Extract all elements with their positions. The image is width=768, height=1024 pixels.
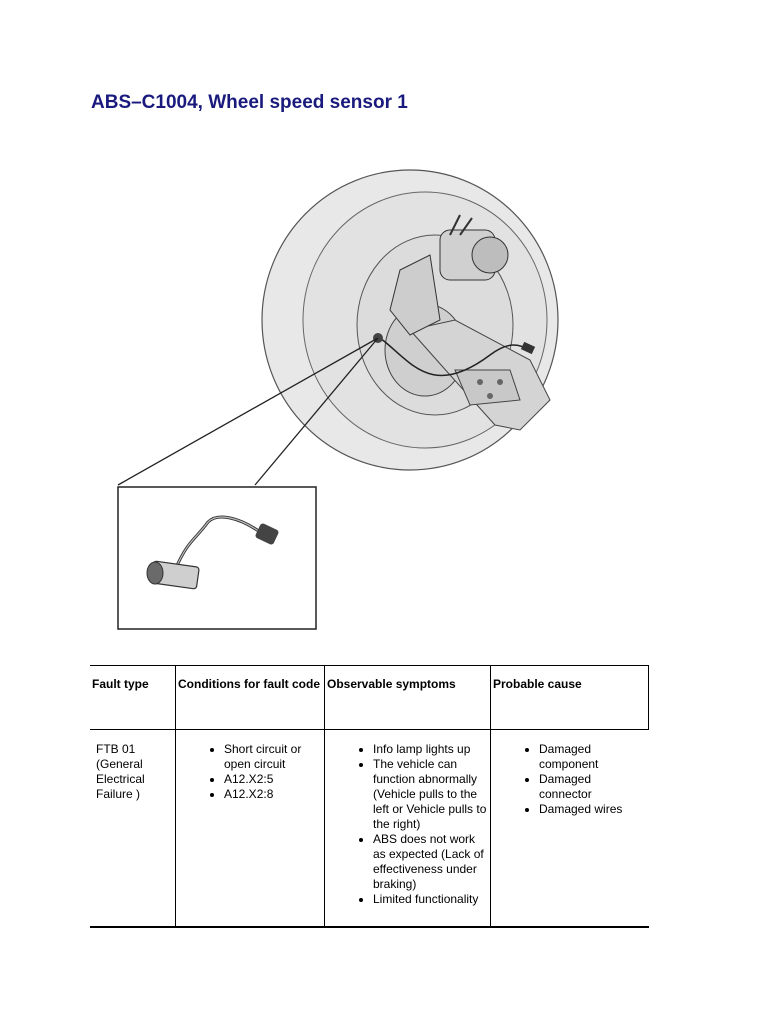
header-conditions: Conditions for fault code xyxy=(175,665,325,730)
leader-line xyxy=(254,337,379,486)
symptoms-list: Info lamp lights up The vehicle can func… xyxy=(327,742,488,907)
page-title: ABS–C1004, Wheel speed sensor 1 xyxy=(91,92,408,113)
list-item: Short circuit or open circuit xyxy=(224,742,322,772)
sensor-cable xyxy=(379,337,531,377)
cable-connector xyxy=(520,341,536,355)
conditions-list: Short circuit or open circuit A12.X2:5 A… xyxy=(178,742,322,802)
wheel-diagram xyxy=(117,169,559,630)
header-probable-cause: Probable cause xyxy=(490,665,649,730)
header-fault-type: Fault type xyxy=(90,665,176,730)
bolt xyxy=(477,379,483,385)
cell-probable-cause: Damaged component Damaged connector Dama… xyxy=(490,729,649,928)
sensor-wire-highlight xyxy=(174,516,261,571)
list-item: A12.X2:8 xyxy=(224,787,322,802)
list-item: Damaged connector xyxy=(539,772,647,802)
list-item: ABS does not work as expected (Lack of e… xyxy=(373,832,488,892)
bolt xyxy=(497,379,503,385)
list-item: Damaged component xyxy=(539,742,647,772)
steering-knuckle xyxy=(389,254,441,336)
cell-conditions: Short circuit or open circuit A12.X2:5 A… xyxy=(175,729,325,928)
fault-table: Fault type Conditions for fault code Obs… xyxy=(90,665,649,928)
leader-line xyxy=(117,337,379,486)
causes-list: Damaged component Damaged connector Dama… xyxy=(493,742,647,817)
brake-chamber-cap xyxy=(471,236,509,274)
fault-type-text: FTB 01 (General Electrical Failure ) xyxy=(96,742,145,801)
header-symptoms: Observable symptoms xyxy=(324,665,491,730)
table-row: FTB 01 (General Electrical Failure ) Sho… xyxy=(90,729,649,928)
axle-flange xyxy=(454,369,521,406)
list-item: A12.X2:5 xyxy=(224,772,322,787)
sensor-head xyxy=(146,561,164,585)
sensor-plug xyxy=(255,523,279,545)
list-item: The vehicle can function abnormally (Veh… xyxy=(373,757,488,832)
sensor-inset-box xyxy=(117,486,317,630)
table-header-row: Fault type Conditions for fault code Obs… xyxy=(90,665,649,730)
list-item: Damaged wires xyxy=(539,802,647,817)
list-item: Limited functionality xyxy=(373,892,488,907)
cell-symptoms: Info lamp lights up The vehicle can func… xyxy=(324,729,491,928)
cell-fault-type: FTB 01 (General Electrical Failure ) xyxy=(90,729,176,928)
bolt xyxy=(487,393,493,399)
wheel-speed-sensor-illustration xyxy=(110,160,560,640)
list-item: Info lamp lights up xyxy=(373,742,488,757)
